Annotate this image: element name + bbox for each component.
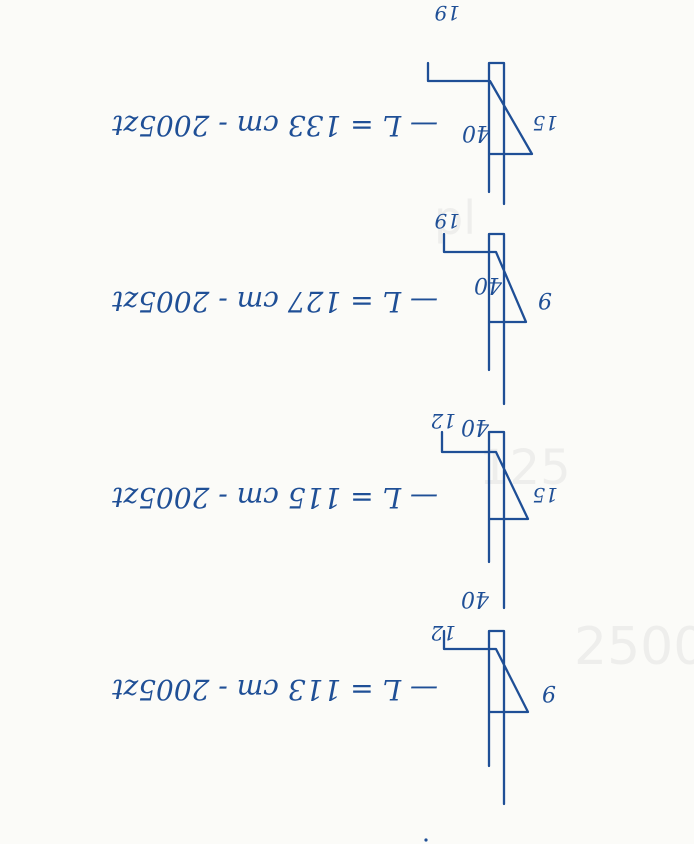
row-3-height-label: 40 <box>461 414 490 439</box>
row-3-slant-label: 15 <box>533 483 558 507</box>
row-2-top-label: 19 <box>434 209 460 233</box>
row-1-top-label: 19 <box>434 1 460 25</box>
row-4-height-label: 40 <box>461 586 490 611</box>
row-2-frame-diagram <box>442 232 528 406</box>
row-1-height-label: 40 <box>462 120 491 145</box>
row-2-slant-label: 9 <box>538 287 552 312</box>
row-4-frame-diagram <box>442 629 530 806</box>
ink-dot <box>424 838 428 842</box>
bleed-through-mark-3: pl <box>434 191 476 245</box>
row-3-frame-diagram <box>440 430 530 610</box>
row-1-formula: — L = 133 cm - 2005zt <box>111 109 438 142</box>
sketch-row-2: 40 19 9 — L = 127 cm - 2005zt <box>111 209 552 406</box>
sketch-row-1: 40 19 15 — L = 133 cm - 2005zt <box>111 1 558 206</box>
upside-down-sketch-group: 2500 125 pl 40 19 15 — L = 133 cm - 2005… <box>111 1 694 842</box>
row-4-formula: — L = 113 cm - 2005zt <box>111 673 438 706</box>
row-2-formula: — L = 127 cm - 2005zt <box>111 285 438 318</box>
row-2-height-label: 40 <box>474 272 503 297</box>
row-1-frame-diagram <box>426 61 534 206</box>
sketch-row-3: 40 12 15 — L = 115 cm - 2005zt <box>111 409 558 610</box>
row-3-formula: — L = 115 cm - 2005zt <box>111 481 438 514</box>
bleed-through-mark-2: 125 <box>479 440 571 496</box>
row-4-slant-label: 9 <box>542 680 556 705</box>
row-1-slant-label: 15 <box>533 111 558 135</box>
row-4-top-label: 12 <box>431 621 456 645</box>
bleed-through-mark-1: 2500 <box>574 617 694 677</box>
sketch-row-4: 40 12 9 — L = 113 cm - 2005zt <box>111 586 556 806</box>
row-3-top-label: 12 <box>431 409 456 433</box>
